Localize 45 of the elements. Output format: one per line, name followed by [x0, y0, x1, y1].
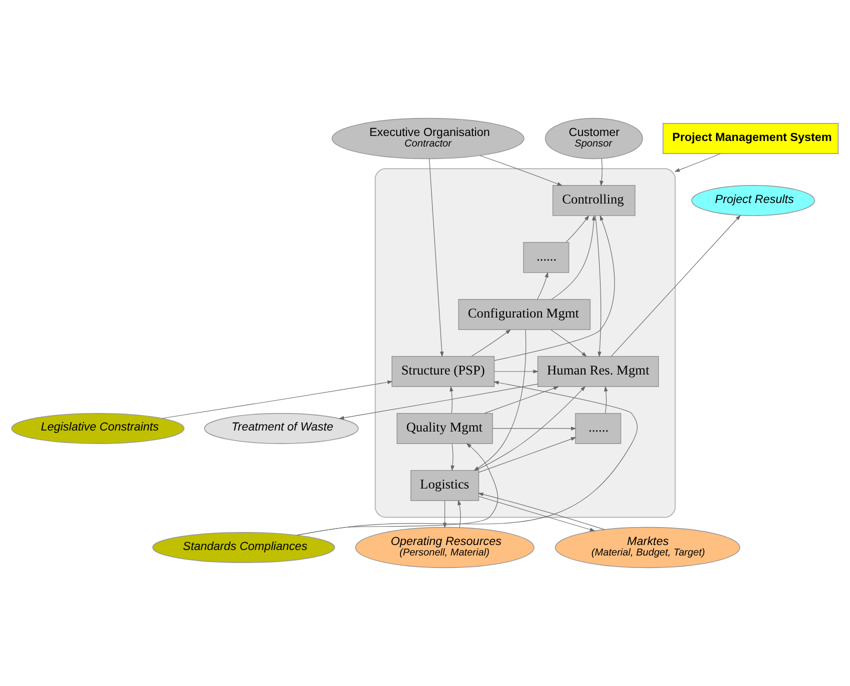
arrow [674, 153, 721, 172]
arrow [566, 215, 590, 242]
arrow [604, 386, 608, 414]
node-box: Human Res. Mgmt [537, 356, 659, 387]
arrow [338, 384, 538, 420]
arrow [484, 386, 560, 414]
node-ellipse: Operating Resources (Personell, Material) [355, 526, 534, 568]
arrow [492, 426, 576, 430]
node-box: Project Management System [662, 123, 839, 154]
arrow [595, 216, 602, 358]
node-box: ...... [575, 412, 622, 444]
arrow [550, 329, 587, 357]
arrow [478, 437, 576, 473]
node-box: Logistics [410, 470, 480, 501]
arrow [480, 155, 563, 186]
arrow [458, 500, 462, 528]
arrow [296, 380, 638, 536]
arrow [478, 496, 596, 532]
arrow [450, 444, 454, 471]
arrow [450, 386, 454, 414]
node-ellipse: Treatment of Waste [204, 412, 359, 444]
arrow [600, 158, 604, 186]
node-box: Quality Mgmt [396, 412, 493, 444]
arrow [471, 329, 512, 357]
arrow [476, 386, 586, 470]
arrow [428, 158, 444, 358]
arrow [494, 215, 615, 361]
arrow [611, 214, 741, 356]
node-box: Structure (PSP) [392, 356, 495, 387]
arrow [296, 443, 498, 536]
node-ellipse: Legislative Constraints [11, 412, 184, 444]
arrow [537, 272, 548, 300]
node-box: Configuration Mgmt [458, 299, 591, 330]
arrow [162, 380, 393, 419]
node-ellipse: Project Results [691, 185, 816, 216]
node-ellipse: Customer Sponsor [544, 118, 643, 160]
node-box: ...... [523, 242, 570, 274]
cluster [374, 168, 676, 518]
arrow [478, 492, 605, 530]
arrow [474, 329, 526, 471]
node-box: Controlling [552, 185, 636, 216]
arrow [494, 370, 539, 374]
arrow [551, 215, 596, 300]
node-ellipse: Executive Organisation Contractor [332, 118, 524, 160]
node-ellipse: Standards Compliances [152, 532, 336, 563]
